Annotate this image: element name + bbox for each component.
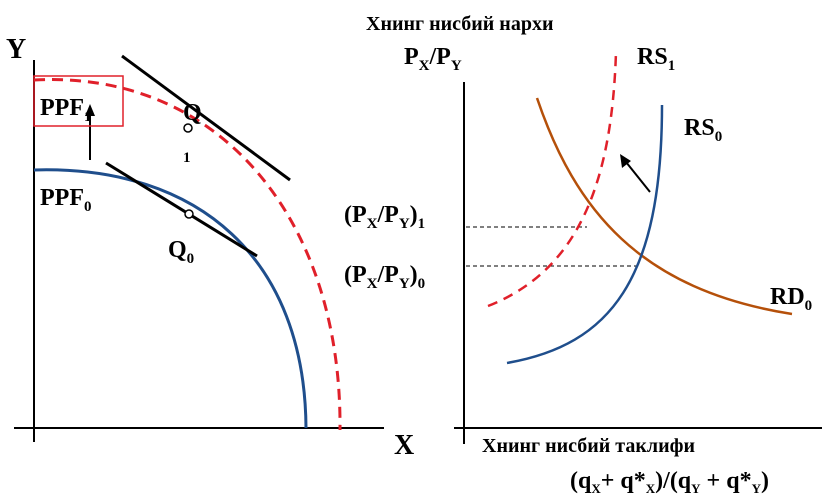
ppf1-label: PPF1 bbox=[40, 95, 91, 125]
rs0-label: RS0 bbox=[684, 115, 722, 145]
rs-shift-arrowhead-icon bbox=[620, 154, 631, 168]
point-q1 bbox=[183, 123, 193, 133]
tangent-line-q1 bbox=[121, 54, 291, 182]
rs1-curve bbox=[487, 51, 618, 308]
q1-label: Q bbox=[183, 100, 202, 126]
left-y-axis-label: Y bbox=[6, 34, 26, 65]
price0-label: (PX/PY)0 bbox=[344, 262, 425, 292]
right-panel: Хнинг нисбий нархи PX/PY RS1 RS0 RD0 bbox=[344, 13, 822, 496]
right-x-axis-formula: (qX+ q*X)/(qY + q*Y) bbox=[570, 468, 769, 496]
rs1-label: RS1 bbox=[637, 44, 675, 74]
ppf0-label: PPF0 bbox=[40, 185, 91, 215]
point-q0 bbox=[184, 209, 194, 219]
ppf0-curve bbox=[33, 168, 308, 429]
q1-subscript: 1 bbox=[183, 150, 191, 166]
right-x-axis-title: Хнинг нисбий таклифи bbox=[482, 435, 695, 457]
rs0-curve bbox=[506, 104, 664, 365]
price1-label: (PX/PY)1 bbox=[344, 202, 425, 232]
rs-shift-arrow bbox=[625, 161, 651, 193]
ppf1-highlight-box bbox=[33, 75, 124, 127]
q0-label: Q0 bbox=[168, 237, 194, 267]
rd0-label: RD0 bbox=[770, 284, 812, 314]
rd0-curve bbox=[535, 97, 793, 316]
right-y-axis-label: PX/PY bbox=[404, 44, 462, 74]
tangent-line-q0 bbox=[105, 161, 258, 258]
ppf-shift-arrowhead-icon bbox=[85, 104, 95, 116]
ppf1-curve bbox=[33, 78, 342, 431]
right-panel-title: Хнинг нисбий нархи bbox=[366, 13, 553, 35]
left-x-axis-label: X bbox=[394, 430, 414, 461]
left-panel: Y X PPF1 PPF0 Q 1 Q0 bbox=[6, 34, 414, 461]
